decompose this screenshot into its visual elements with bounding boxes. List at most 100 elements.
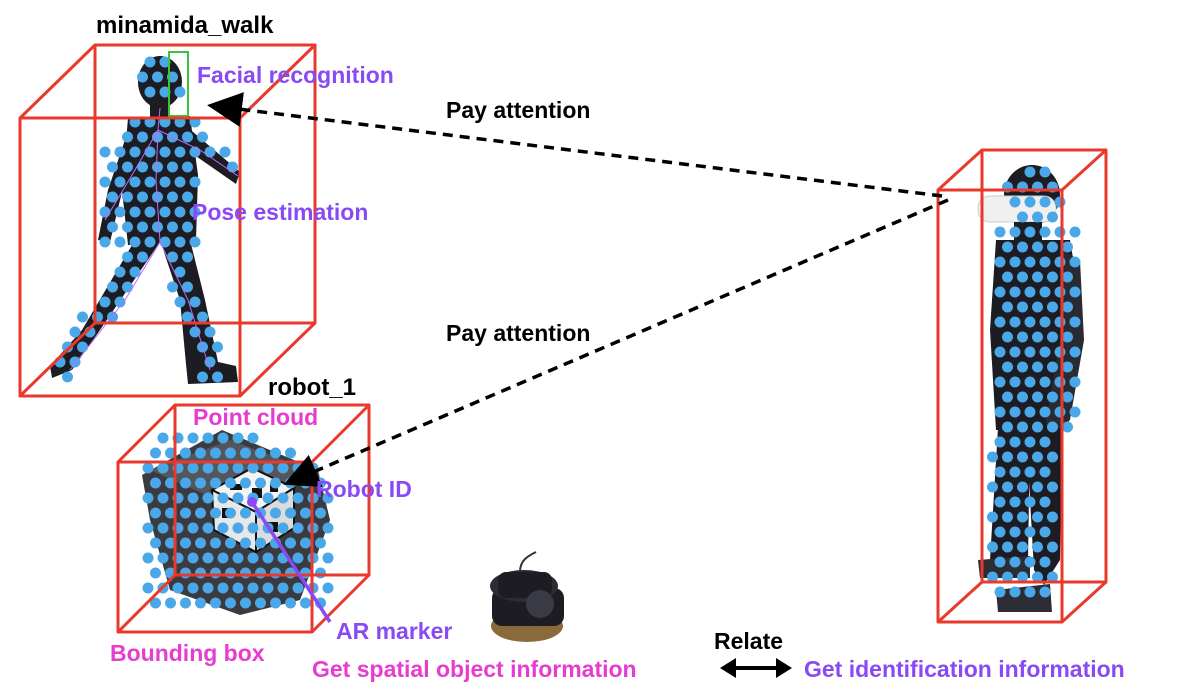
point-cloud-dot xyxy=(202,552,214,564)
point-cloud-dot xyxy=(174,86,186,98)
point-cloud-dot xyxy=(1047,451,1058,463)
point-cloud-dot xyxy=(994,346,1006,358)
point-cloud-dot xyxy=(247,522,259,534)
point-cloud-dot xyxy=(1009,346,1021,358)
mobile-robot-figure xyxy=(490,551,564,642)
point-cloud-dot xyxy=(225,597,236,609)
point-cloud-dot xyxy=(240,477,251,489)
point-cloud-dot xyxy=(322,582,334,594)
point-cloud-dot xyxy=(217,582,229,594)
point-cloud-dot xyxy=(987,481,998,493)
point-cloud-dot xyxy=(1017,331,1028,343)
point-cloud-dot xyxy=(182,221,193,233)
point-cloud-dot xyxy=(1032,421,1043,433)
point-cloud-dot xyxy=(1002,391,1013,403)
point-cloud-dot xyxy=(1047,511,1058,523)
point-cloud-dot xyxy=(1024,196,1036,208)
point-cloud-dot xyxy=(240,447,251,459)
point-cloud-dot xyxy=(217,522,229,534)
point-cloud-dot xyxy=(1024,526,1036,538)
point-cloud-dot xyxy=(182,131,193,143)
point-cloud-dot xyxy=(1039,256,1051,268)
point-cloud-dot xyxy=(270,447,281,459)
point-cloud-dot xyxy=(217,462,229,474)
point-cloud-dot xyxy=(195,477,206,489)
point-cloud-dot xyxy=(285,597,296,609)
point-cloud-dot xyxy=(150,537,161,549)
point-cloud-dot xyxy=(182,281,193,293)
point-cloud-dot xyxy=(1069,226,1081,238)
point-cloud-dot xyxy=(255,597,266,609)
point-cloud-dot xyxy=(1039,556,1051,568)
point-cloud-dot xyxy=(180,567,191,579)
point-cloud-dot xyxy=(1062,241,1073,253)
point-cloud-dot xyxy=(1062,421,1073,433)
point-cloud-dot xyxy=(270,507,281,519)
point-cloud-dot xyxy=(1047,481,1058,493)
point-cloud-dot xyxy=(212,371,223,383)
point-cloud-dot xyxy=(217,552,229,564)
point-cloud-dot xyxy=(240,507,251,519)
attention-arrow-to-face xyxy=(207,92,943,198)
point-cloud-dot xyxy=(114,266,126,278)
point-cloud-dot xyxy=(225,477,236,489)
attention-arrow-to-robot xyxy=(283,198,949,488)
point-cloud-dot xyxy=(189,206,201,218)
point-cloud-dot xyxy=(122,281,133,293)
point-cloud-dot xyxy=(240,567,251,579)
bounding-box-label: Bounding box xyxy=(110,640,265,666)
point-cloud-dot xyxy=(1024,466,1036,478)
point-cloud-dot xyxy=(292,552,304,564)
point-cloud-dot xyxy=(142,492,154,504)
robot-dots xyxy=(142,432,334,609)
face-detection-box xyxy=(168,51,189,117)
point-cloud-dot xyxy=(202,492,214,504)
point-cloud-dot xyxy=(1047,391,1058,403)
point-cloud-dot xyxy=(1069,406,1081,418)
point-cloud-dot xyxy=(157,462,169,474)
point-cloud-dot xyxy=(1009,316,1021,328)
point-cloud-dot xyxy=(994,526,1006,538)
point-cloud-dot xyxy=(225,447,236,459)
point-cloud-dot xyxy=(212,341,223,353)
point-cloud-dot xyxy=(187,462,199,474)
robot-bounding-box xyxy=(116,403,371,634)
point-cloud-dot xyxy=(225,567,236,579)
facial-recognition-label: Facial recognition xyxy=(197,62,394,88)
point-cloud-dot xyxy=(1002,301,1013,313)
point-cloud-dot xyxy=(137,251,148,263)
point-cloud-dot xyxy=(202,582,214,594)
point-cloud-dot xyxy=(129,236,141,248)
point-cloud-dot xyxy=(1009,256,1021,268)
point-cloud-dot xyxy=(202,522,214,534)
point-cloud-dot xyxy=(1024,166,1036,178)
point-cloud-dot xyxy=(1032,361,1043,373)
point-cloud-dot xyxy=(270,567,281,579)
point-cloud-dot xyxy=(107,191,118,203)
point-cloud-dot xyxy=(182,311,193,323)
point-cloud-dot xyxy=(159,176,171,188)
point-cloud-dot xyxy=(1024,406,1036,418)
point-cloud-dot xyxy=(994,466,1006,478)
point-cloud-dot xyxy=(1062,271,1073,283)
point-cloud-dot xyxy=(157,432,169,444)
point-cloud-dot xyxy=(114,236,126,248)
point-cloud-dot xyxy=(167,281,178,293)
point-cloud-dot xyxy=(277,462,289,474)
point-cloud-dot xyxy=(1047,271,1058,283)
point-cloud-dot xyxy=(167,221,178,233)
point-cloud-dot xyxy=(1039,196,1051,208)
point-cloud-dot xyxy=(197,311,208,323)
point-cloud-dot xyxy=(322,552,334,564)
point-cloud-dot xyxy=(195,597,206,609)
point-cloud-dot xyxy=(1039,526,1051,538)
point-cloud-dot xyxy=(247,582,259,594)
point-cloud-dot xyxy=(994,406,1006,418)
point-cloud-dot xyxy=(217,492,229,504)
point-cloud-dot xyxy=(69,356,81,368)
ar-marker-label: AR marker xyxy=(336,618,453,644)
point-cloud-dot xyxy=(1047,211,1058,223)
point-cloud-dot xyxy=(182,191,193,203)
point-cloud-dot xyxy=(1024,286,1036,298)
